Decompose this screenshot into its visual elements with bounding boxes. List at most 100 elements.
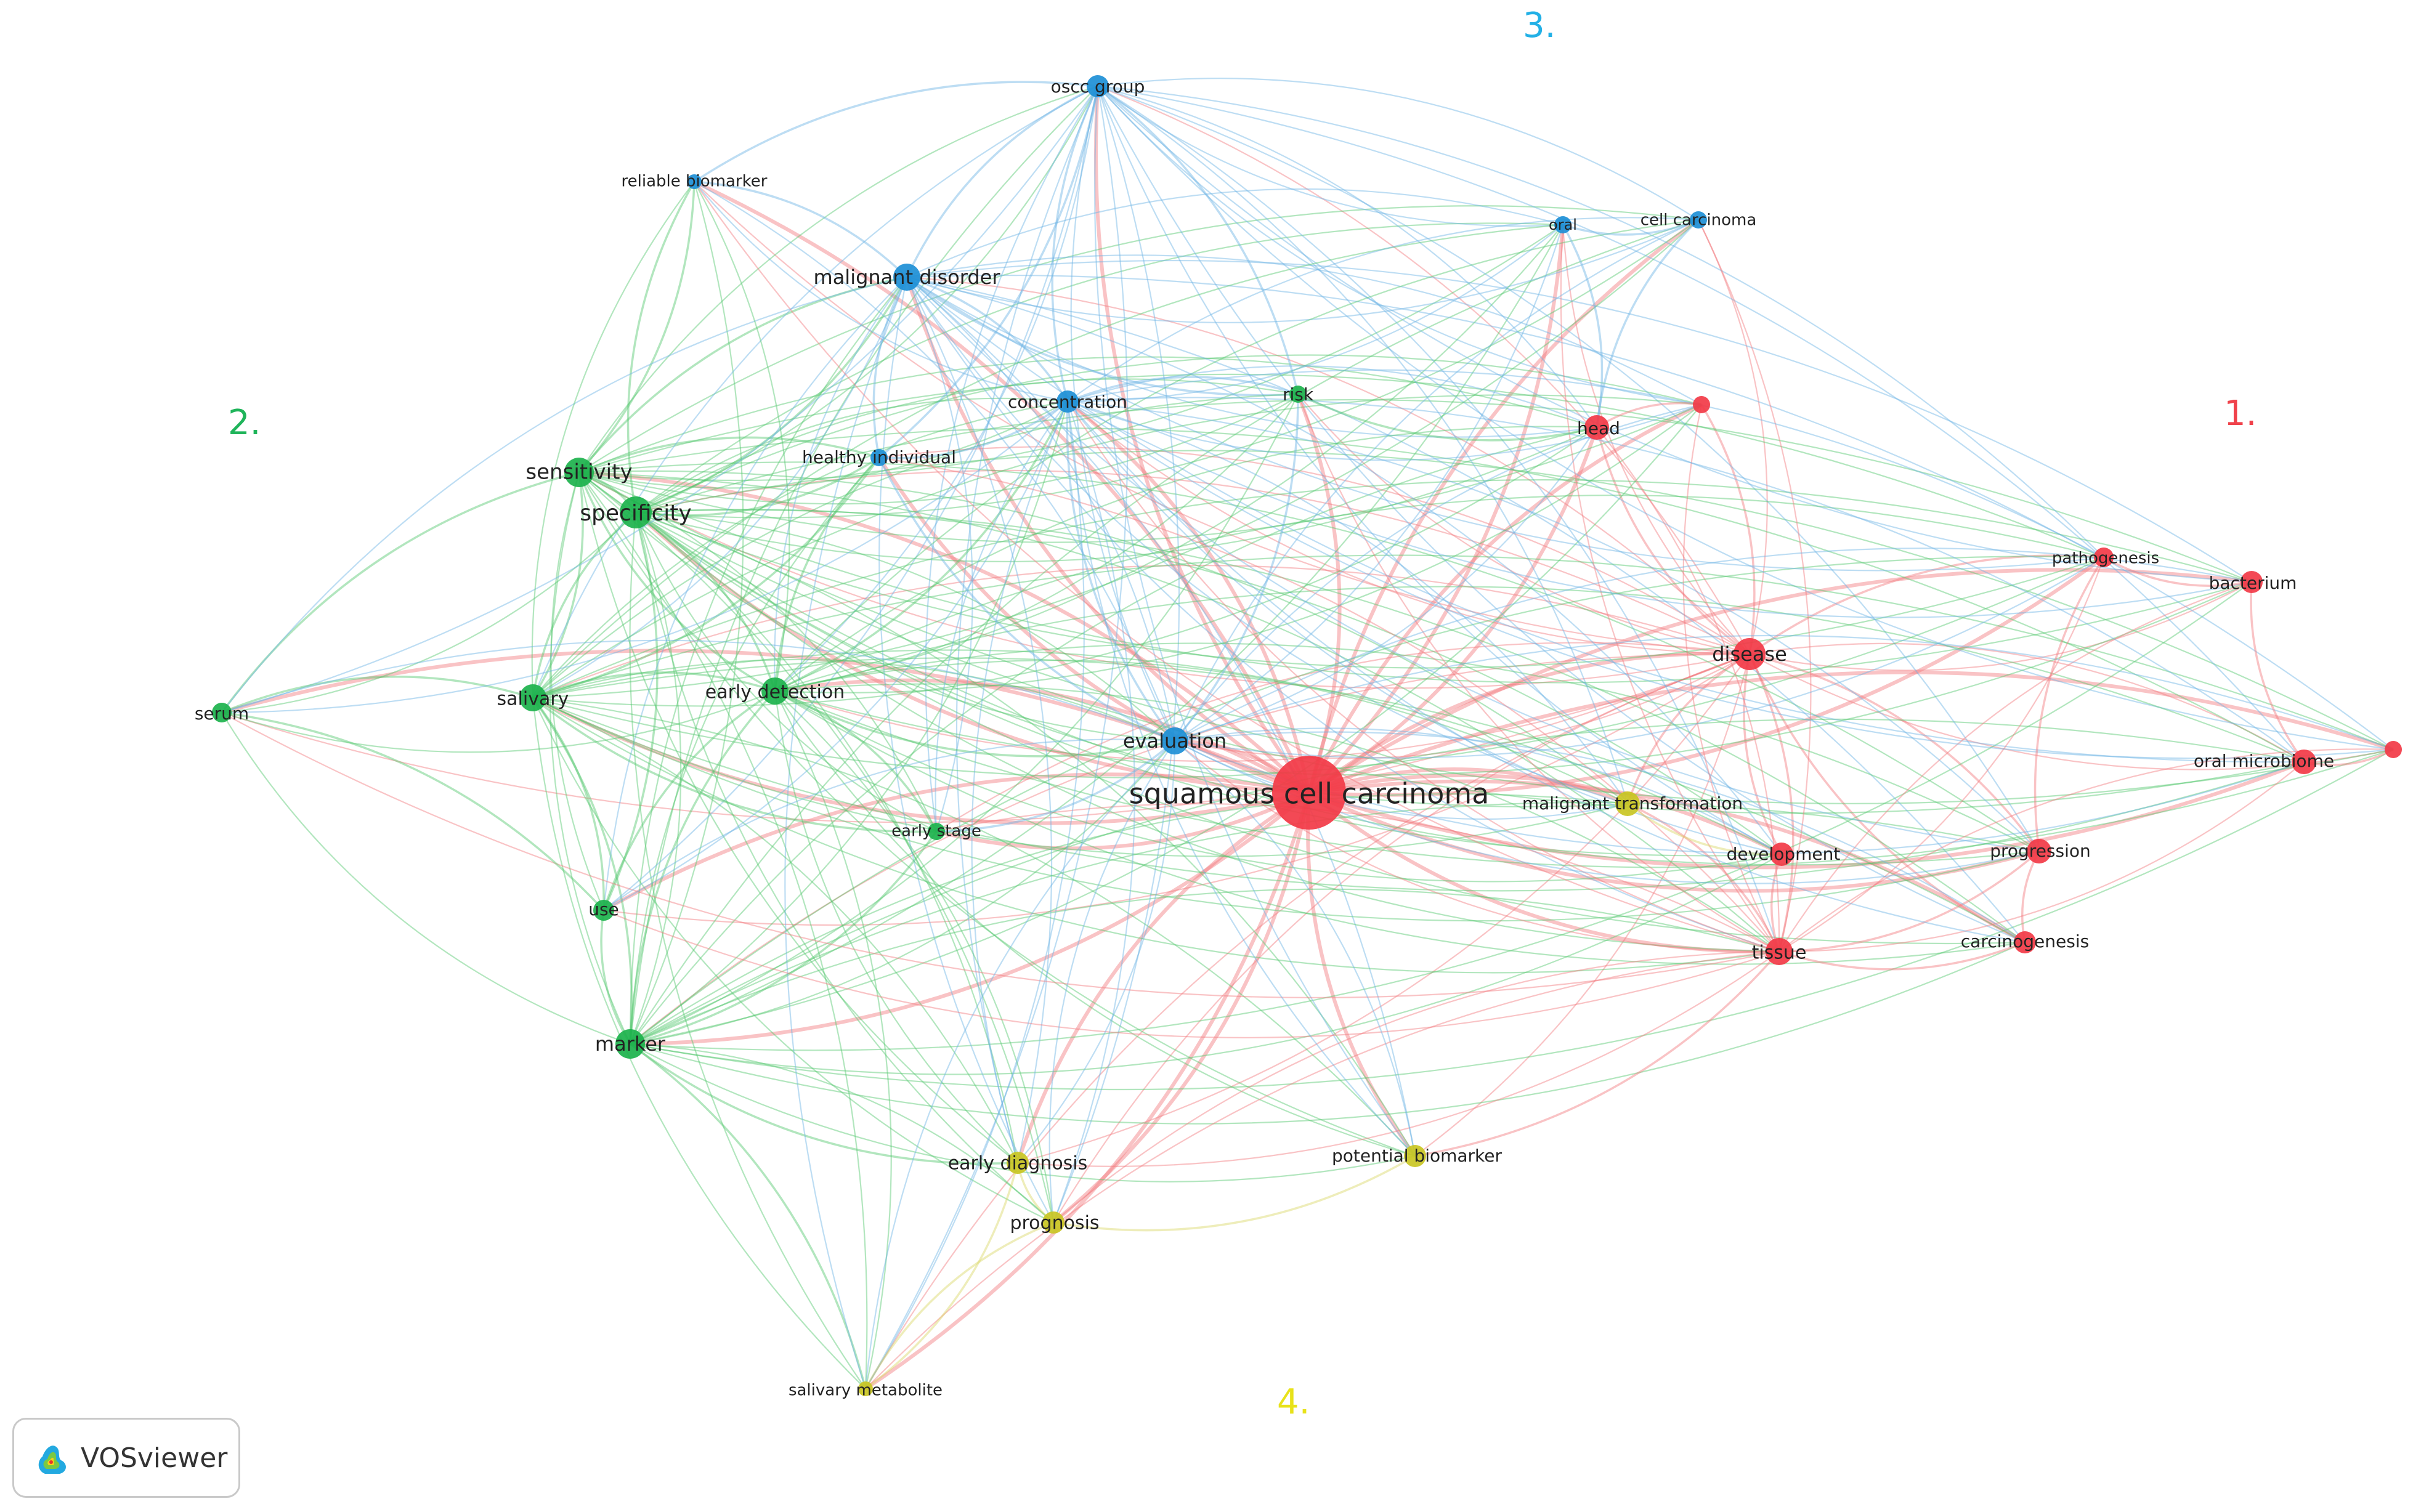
node-healthy-individual[interactable] [870,449,888,466]
node-label-development[interactable]: development [1727,844,1841,864]
link-scc-risk [1296,393,1342,793]
node-oral-microbiome[interactable] [2292,750,2316,774]
node-label-pathogenesis[interactable]: pathogenesis [2052,549,2159,568]
node-label-malignant-transformation[interactable]: malignant transformation [1522,793,1743,814]
link-disease-marker [630,653,1750,1045]
link-evaluation-salivary_metabolite [864,740,1175,1389]
node-label-use[interactable]: use [588,899,619,920]
link-scc-prognosis [1052,792,1311,1224]
node-unlabeled2[interactable] [2385,741,2402,758]
link-oscc_group-development [1097,86,1782,855]
node-label-early-stage[interactable]: early stage [891,822,981,841]
node-malignant-disorder[interactable] [893,264,920,291]
node-marker[interactable] [615,1029,645,1059]
link-potential_biomarker-prognosis [1053,1155,1416,1232]
node-evaluation[interactable] [1161,727,1188,754]
node-label-serum[interactable]: serum [195,703,249,724]
node-label-tissue[interactable]: tissue [1752,942,1807,964]
link-marker-use [600,910,631,1045]
node-bacterium[interactable] [2241,571,2263,593]
node-label-scc[interactable]: squamous cell carcinoma [1129,777,1490,811]
node-label-concentration[interactable]: concentration [1008,392,1127,412]
vosviewer-logo[interactable]: VOSviewer [12,1418,240,1498]
link-specificity-carcinogenesis [635,509,2026,943]
link-early_detection-bacterium [774,581,2252,776]
node-label-oral[interactable]: oral [1549,216,1577,233]
link-evaluation-serum [221,639,1175,742]
node-serum[interactable] [212,703,232,722]
node-label-oral-microbiome[interactable]: oral microbiome [2194,751,2334,771]
node-salivary-metabolite[interactable] [858,1381,873,1396]
node-label-bacterium[interactable]: bacterium [2209,573,2297,593]
link-oscc_group-head [1097,85,1597,428]
node-label-reliable-biomarker[interactable]: reliable biomarker [622,172,768,191]
link-malignant_disorder-potential_biomarker [906,277,1416,1157]
node-salivary[interactable] [519,684,546,711]
node-label-prognosis[interactable]: prognosis [1010,1213,1099,1234]
node-label-malignant-disorder[interactable]: malignant disorder [814,265,1001,289]
node-scc[interactable] [1272,756,1346,830]
node-label-progression[interactable]: progression [1990,841,2091,861]
node-label-healthy-individual[interactable]: healthy individual [802,447,956,467]
link-specificity-prognosis [635,512,1054,1223]
node-oscc-group[interactable] [1087,75,1109,97]
node-label-salivary-metabolite[interactable]: salivary metabolite [789,1381,943,1400]
link-concentration-malignant_transformation [1067,400,1628,804]
node-reliable-biomarker[interactable] [687,174,702,189]
link-marker-oral_microbiome [630,718,2305,1045]
link-evaluation-reliable_biomarker [694,181,1176,742]
node-label-oscc-group[interactable]: oscc group [1051,76,1145,97]
node-label-specificity[interactable]: specificity [580,501,691,526]
node-carcinogenesis[interactable] [2014,931,2036,953]
link-malignant_disorder-use [602,277,907,911]
node-prognosis[interactable] [1042,1211,1065,1234]
link-salivary-cell_carcinoma [532,219,1699,699]
node-label-disease[interactable]: disease [1712,642,1787,666]
link-sensitivity-carcinogenesis [578,472,2026,945]
node-label-salivary[interactable]: salivary [497,689,569,710]
link-salivary-early_detection [532,671,776,699]
node-disease[interactable] [1734,638,1766,670]
link-salivary-use [532,697,605,911]
link-oscc_group-salivary [532,86,1098,698]
node-label-risk[interactable]: risk [1283,384,1314,405]
link-early_detection-unlabeled [774,404,1702,693]
node-label-sensitivity[interactable]: sensitivity [525,460,632,485]
node-oral[interactable] [1554,216,1571,233]
node-early-detection[interactable] [761,677,789,705]
node-progression[interactable] [2027,839,2051,863]
node-sensitivity[interactable] [564,458,594,487]
node-pathogenesis[interactable] [2094,548,2114,567]
node-label-potential-biomarker[interactable]: potential biomarker [1332,1146,1503,1166]
link-early_detection-potential_biomarker [774,690,1416,1157]
link-sensitivity-cell_carcinoma [578,205,1699,473]
node-early-diagnosis[interactable] [1007,1152,1029,1174]
node-concentration[interactable] [1056,390,1079,413]
node-use[interactable] [593,900,614,921]
node-cell-carcinoma[interactable] [1690,211,1707,228]
node-head[interactable] [1584,415,1609,440]
node-label-head[interactable]: head [1577,418,1620,439]
node-early-stage[interactable] [928,823,945,840]
link-scc-early_detection [774,678,1310,794]
node-label-early-detection[interactable]: early detection [705,682,845,703]
node-potential-biomarker[interactable] [1404,1145,1426,1167]
node-tissue[interactable] [1766,938,1793,965]
node-label-carcinogenesis[interactable]: carcinogenesis [1961,931,2089,952]
link-malignant_transformation-development [1626,802,1782,855]
node-specificity[interactable] [620,496,652,528]
node-label-evaluation[interactable]: evaluation [1123,729,1227,753]
node-malignant-transformation[interactable] [1615,791,1640,816]
node-label-cell-carcinoma[interactable]: cell carcinoma [1640,211,1757,230]
node-risk[interactable] [1289,386,1307,403]
link-disease-early_stage [936,642,1750,832]
node-development[interactable] [1770,843,1793,866]
link-scc-marker [630,791,1310,1046]
link-oscc_group-unlabeled [1097,86,1702,406]
link-concentration-reliable_biomarker [694,181,1068,403]
node-unlabeled[interactable] [1693,396,1710,413]
node-label-marker[interactable]: marker [595,1032,666,1056]
node-label-early-diagnosis[interactable]: early diagnosis [948,1153,1088,1174]
link-scc-use [602,772,1310,912]
